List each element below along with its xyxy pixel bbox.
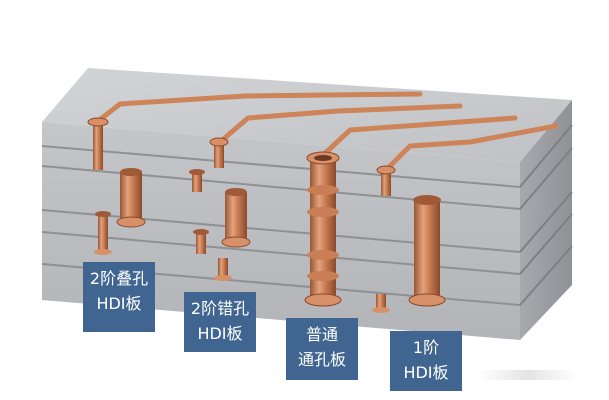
label-line: 1阶 bbox=[412, 338, 440, 357]
label-2-level-stacked-hdi: 2阶叠孔 HDI板 bbox=[83, 262, 155, 332]
via-staggered-2 bbox=[189, 137, 251, 281]
copper-traces bbox=[94, 91, 559, 173]
via-through-hole bbox=[304, 151, 342, 307]
label-1-level-hdi: 1阶 HDI板 bbox=[390, 331, 462, 391]
label-line: HDI板 bbox=[403, 363, 449, 382]
watermark-blur bbox=[478, 370, 578, 380]
label-line: 2阶叠孔 bbox=[89, 269, 149, 288]
label-line: HDI板 bbox=[96, 294, 142, 313]
label-line: 普通 bbox=[305, 325, 338, 344]
label-line: HDI板 bbox=[197, 324, 243, 343]
via-level-1 bbox=[372, 165, 446, 313]
side-layer-lines bbox=[519, 124, 573, 306]
label-through-hole-board: 普通 通孔板 bbox=[286, 318, 358, 380]
label-line: 通孔板 bbox=[297, 350, 346, 369]
label-2-level-staggered-hdi: 2阶错孔 HDI板 bbox=[184, 292, 256, 352]
label-line: 2阶错孔 bbox=[190, 299, 250, 318]
board-side-face bbox=[520, 100, 572, 340]
via-stacked-2 bbox=[87, 117, 146, 255]
